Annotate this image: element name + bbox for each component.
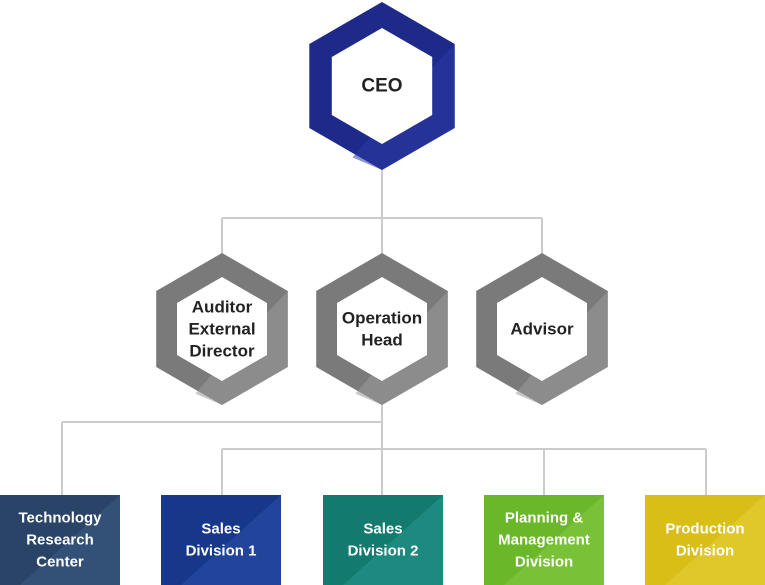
sales-division-2-label: Sales: [363, 521, 402, 538]
sales-division-1-box-facet: [181, 495, 281, 585]
level2-nodes: AuditorExternalDirectorOperationHeadAdvi…: [156, 253, 608, 405]
planning-management-division-box-facet: [504, 495, 604, 585]
sales-division-1-label: Division 1: [186, 543, 257, 560]
production-division-label: Division: [676, 543, 734, 560]
technology-research-center-box-facet: [20, 495, 120, 585]
ceo-node: CEO: [309, 2, 455, 170]
advisor-node: Advisor: [476, 253, 608, 405]
technology-research-center-label: Center: [36, 554, 84, 571]
ceo-node-label: CEO: [361, 76, 402, 97]
production-division-label: Production: [665, 521, 744, 538]
advisor-node-inner-hexagon: [497, 277, 587, 381]
auditor-node-inner-hexagon: [177, 277, 267, 381]
technology-research-center-label: Research: [26, 532, 94, 549]
auditor-node-label: External: [188, 320, 255, 339]
sales-division-1-label: Sales: [201, 521, 240, 538]
planning-management-division-label: Management: [498, 532, 590, 549]
operation-head-node-label: Operation: [342, 309, 422, 328]
ceo-node: CEO: [309, 2, 455, 170]
planning-management-division-label: Planning &: [505, 510, 584, 527]
planning-management-division-label: Division: [515, 554, 573, 571]
sales-division-2-box-facet: [343, 495, 443, 585]
operation-head-node-label: Head: [361, 331, 403, 350]
auditor-node-label: Auditor: [192, 298, 253, 317]
operation-head-node-inner-hexagon: [337, 277, 427, 381]
auditor-node-label: Director: [189, 342, 255, 361]
ceo-node-inner-hexagon: [331, 28, 433, 144]
production-division-box-facet: [665, 495, 765, 585]
sales-division-2-label: Division 2: [348, 543, 419, 560]
connector-lines: [61, 168, 707, 495]
advisor-node-label: Advisor: [510, 320, 574, 339]
technology-research-center-label: Technology: [18, 510, 102, 527]
